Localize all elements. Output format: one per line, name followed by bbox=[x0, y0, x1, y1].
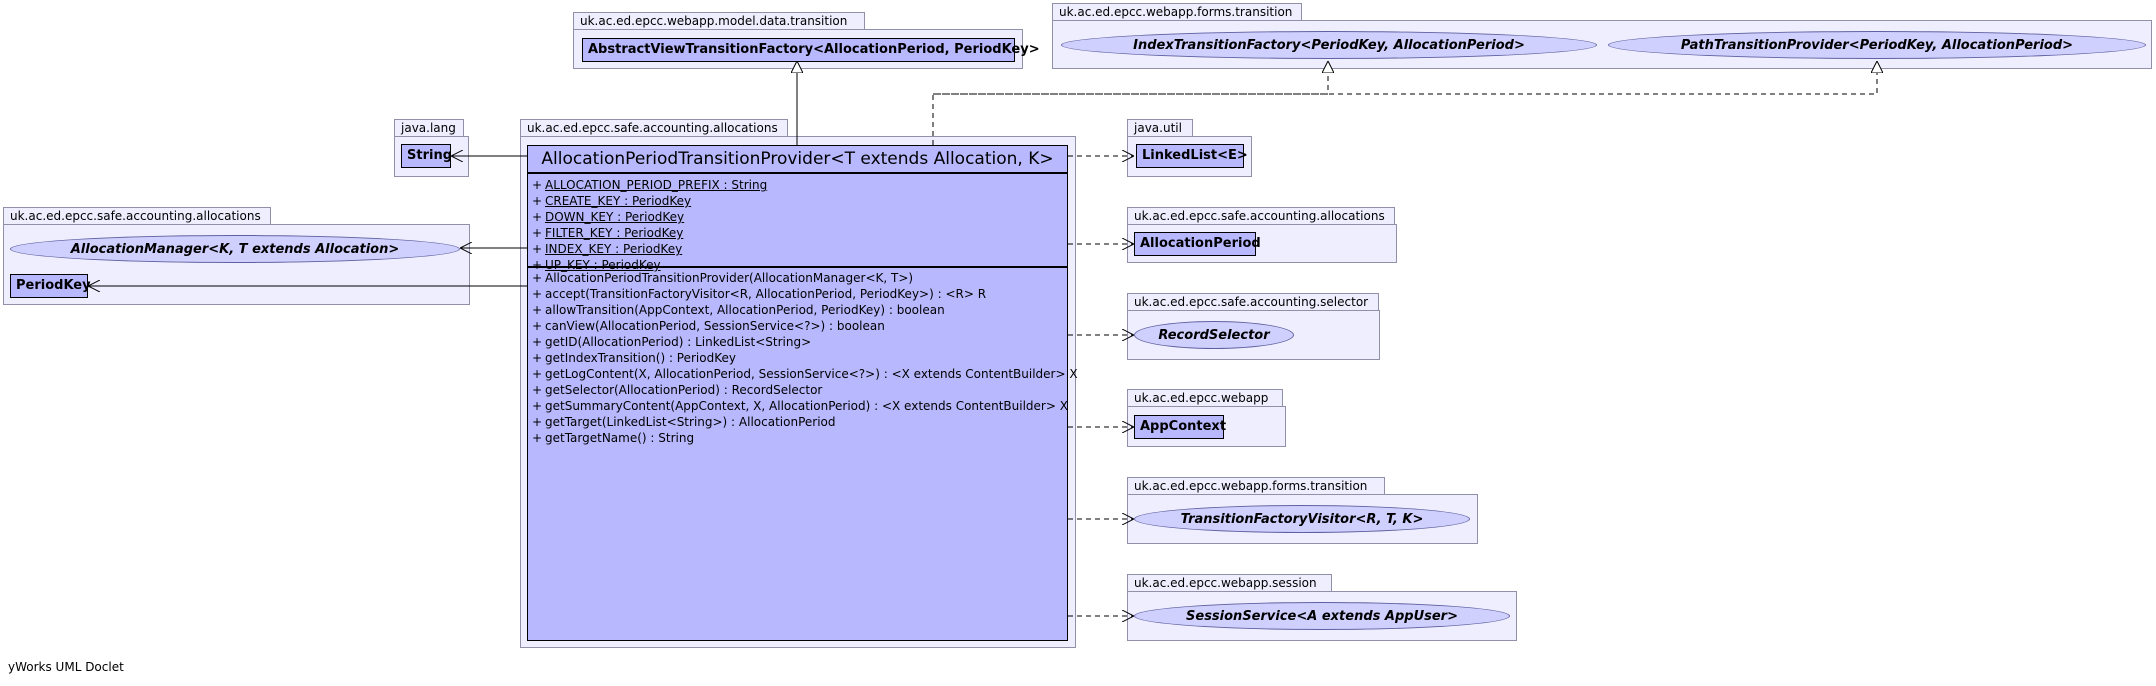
package-tab-accounting-allocations-left: uk.ac.ed.epcc.safe.accounting.allocation… bbox=[3, 207, 271, 225]
attribute-list: +ALLOCATION_PERIOD_PREFIX : String+CREAT… bbox=[528, 174, 1067, 272]
operation-signature: getSelector(AllocationPeriod) : RecordSe… bbox=[545, 383, 823, 397]
attribute-row: +UP_KEY : PeriodKey bbox=[532, 257, 1067, 273]
operation-row: +AllocationPeriodTransitionProvider(Allo… bbox=[532, 270, 1067, 286]
operation-row: +getLogContent(X, AllocationPeriod, Sess… bbox=[532, 366, 1078, 382]
visibility-marker: + bbox=[532, 367, 543, 381]
operation-row: +getTarget(LinkedList<String>) : Allocat… bbox=[532, 414, 1067, 430]
attribute-row: +ALLOCATION_PERIOD_PREFIX : String bbox=[532, 177, 1067, 193]
footer-credit: yWorks UML Doclet bbox=[8, 660, 124, 674]
attribute-row: +FILTER_KEY : PeriodKey bbox=[532, 225, 1067, 241]
visibility-marker: + bbox=[532, 335, 543, 349]
visibility-marker: + bbox=[532, 431, 543, 445]
package-tab-java-lang: java.lang bbox=[394, 119, 464, 137]
operation-row: +getSummaryContent(AppContext, X, Alloca… bbox=[532, 398, 1068, 414]
class-title: AllocationPeriodTransitionProvider<T ext… bbox=[528, 146, 1067, 174]
operation-signature: getTarget(LinkedList<String>) : Allocati… bbox=[545, 415, 836, 429]
period-key-class[interactable]: PeriodKey bbox=[10, 274, 91, 298]
path-transition-provider-interface[interactable]: PathTransitionProvider<PeriodKey, Alloca… bbox=[1608, 31, 2146, 59]
visibility-marker: + bbox=[532, 351, 543, 365]
package-tab-forms-transition-top: uk.ac.ed.epcc.webapp.forms.transition bbox=[1052, 3, 1302, 21]
string-class[interactable]: String bbox=[401, 144, 452, 168]
operation-signature: getSummaryContent(AppContext, X, Allocat… bbox=[545, 399, 1068, 413]
operation-row: +accept(TransitionFactoryVisitor<R, Allo… bbox=[532, 286, 1067, 302]
visibility-marker: + bbox=[532, 415, 543, 429]
visibility-marker: + bbox=[532, 383, 543, 397]
operation-signature: canView(AllocationPeriod, SessionService… bbox=[545, 319, 885, 333]
package-tab-session: uk.ac.ed.epcc.webapp.session bbox=[1127, 574, 1332, 592]
operation-signature: AllocationPeriodTransitionProvider(Alloc… bbox=[545, 271, 914, 285]
attribute-signature: DOWN_KEY : PeriodKey bbox=[545, 210, 685, 224]
attribute-signature: CREATE_KEY : PeriodKey bbox=[545, 194, 692, 208]
operation-list: +AllocationPeriodTransitionProvider(Allo… bbox=[528, 268, 1078, 446]
visibility-marker: + bbox=[532, 258, 543, 272]
operation-signature: allowTransition(AppContext, AllocationPe… bbox=[545, 303, 945, 317]
attribute-row: +CREATE_KEY : PeriodKey bbox=[532, 193, 1067, 209]
record-selector-interface[interactable]: RecordSelector bbox=[1134, 321, 1294, 349]
visibility-marker: + bbox=[532, 242, 543, 256]
operation-row: +allowTransition(AppContext, AllocationP… bbox=[532, 302, 1067, 318]
operation-row: +getTargetName() : String bbox=[532, 430, 1067, 446]
allocation-period-class[interactable]: AllocationPeriod bbox=[1134, 232, 1261, 256]
allocation-manager-interface[interactable]: AllocationManager<K, T extends Allocatio… bbox=[10, 235, 460, 263]
index-transition-factory-interface[interactable]: IndexTransitionFactory<PeriodKey, Alloca… bbox=[1061, 31, 1597, 59]
app-context-class[interactable]: AppContext bbox=[1134, 415, 1226, 439]
transition-factory-visitor-interface[interactable]: TransitionFactoryVisitor<R, T, K> bbox=[1134, 505, 1470, 533]
visibility-marker: + bbox=[532, 319, 543, 333]
visibility-marker: + bbox=[532, 287, 543, 301]
visibility-marker: + bbox=[532, 210, 543, 224]
operation-row: +canView(AllocationPeriod, SessionServic… bbox=[532, 318, 1067, 334]
attribute-row: +DOWN_KEY : PeriodKey bbox=[532, 209, 1067, 225]
operation-signature: getTargetName() : String bbox=[545, 431, 695, 445]
package-tab-accounting-allocations-right: uk.ac.ed.epcc.safe.accounting.allocation… bbox=[1127, 207, 1395, 225]
package-tab-model-data-transition: uk.ac.ed.epcc.webapp.model.data.transiti… bbox=[573, 12, 865, 30]
package-tab-selector: uk.ac.ed.epcc.safe.accounting.selector bbox=[1127, 293, 1379, 311]
attribute-signature: UP_KEY : PeriodKey bbox=[545, 258, 661, 272]
attribute-signature: INDEX_KEY : PeriodKey bbox=[545, 242, 683, 256]
allocation-period-transition-provider-class[interactable]: AllocationPeriodTransitionProvider<T ext… bbox=[527, 145, 1078, 641]
operation-signature: accept(TransitionFactoryVisitor<R, Alloc… bbox=[545, 287, 987, 301]
operation-signature: getIndexTransition() : PeriodKey bbox=[545, 351, 736, 365]
attribute-signature: ALLOCATION_PERIOD_PREFIX : String bbox=[545, 178, 768, 192]
package-tab-java-util: java.util bbox=[1127, 119, 1193, 137]
abstract-view-transition-factory-class[interactable]: AbstractViewTransitionFactory<Allocation… bbox=[582, 38, 1040, 62]
operation-signature: getLogContent(X, AllocationPeriod, Sessi… bbox=[545, 367, 1078, 381]
package-tab-accounting-allocations-main: uk.ac.ed.epcc.safe.accounting.allocation… bbox=[520, 119, 788, 137]
visibility-marker: + bbox=[532, 303, 543, 317]
operation-row: +getIndexTransition() : PeriodKey bbox=[532, 350, 1067, 366]
operation-signature: getID(AllocationPeriod) : LinkedList<Str… bbox=[545, 335, 812, 349]
operation-row: +getID(AllocationPeriod) : LinkedList<St… bbox=[532, 334, 1067, 350]
visibility-marker: + bbox=[532, 226, 543, 240]
visibility-marker: + bbox=[532, 194, 543, 208]
package-tab-webapp: uk.ac.ed.epcc.webapp bbox=[1127, 389, 1283, 407]
visibility-marker: + bbox=[532, 178, 543, 192]
session-service-interface[interactable]: SessionService<A extends AppUser> bbox=[1134, 602, 1510, 630]
linked-list-class[interactable]: LinkedList<E> bbox=[1136, 144, 1248, 168]
visibility-marker: + bbox=[532, 399, 543, 413]
package-tab-forms-transition-right: uk.ac.ed.epcc.webapp.forms.transition bbox=[1127, 477, 1385, 495]
attribute-signature: FILTER_KEY : PeriodKey bbox=[545, 226, 684, 240]
operation-row: +getSelector(AllocationPeriod) : RecordS… bbox=[532, 382, 1067, 398]
visibility-marker: + bbox=[532, 271, 543, 285]
attribute-row: +INDEX_KEY : PeriodKey bbox=[532, 241, 1067, 257]
